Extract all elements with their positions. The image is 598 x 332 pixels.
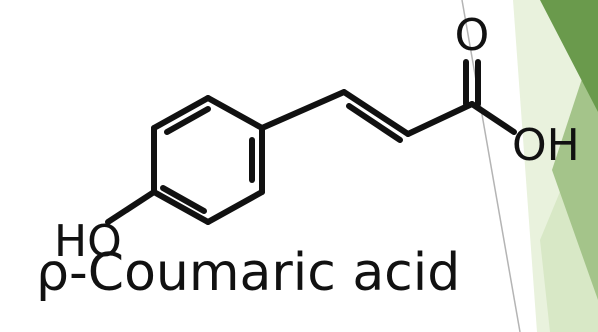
ring-bond-top-right (205, 95, 265, 131)
ring-double-bond-bottom (160, 185, 207, 214)
carbonyl-oxygen-label: O (455, 10, 490, 61)
ring-bond-top (151, 95, 211, 131)
alkene-bond (341, 89, 411, 137)
acid-hydroxyl-label: OH (512, 120, 580, 171)
phenol-oxygen-bond (105, 189, 157, 225)
ring-bond-bottom-right (205, 189, 265, 225)
phenol-hydroxyl-label: HO (54, 216, 122, 267)
mid-green-facet (552, 30, 598, 300)
dark-green-triangle (540, 0, 598, 112)
divider-line (461, 0, 521, 332)
compound-name-caption: ρ-Coumaric acid (36, 243, 461, 303)
hydroxyl-bond (469, 101, 517, 135)
chain-to-carboxyl-bond (405, 101, 475, 137)
ring-double-bond-top (164, 106, 211, 135)
ring-to-chain-bond (259, 89, 347, 131)
ring-bond-bottom-left (151, 189, 211, 225)
alkene-double-bond (346, 103, 403, 143)
